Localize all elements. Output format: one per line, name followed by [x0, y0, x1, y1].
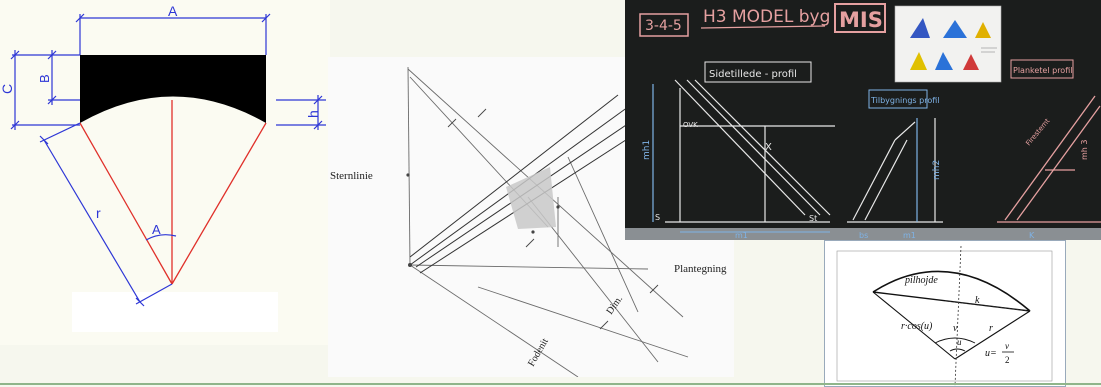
radius-right: [954, 310, 1031, 360]
segment-svg: pilhojde k r·cos(u) v r u u= v 2: [825, 241, 1065, 386]
arch-diagram-svg: A C B h: [0, 3, 326, 332]
dimension-r: [39, 122, 173, 307]
label-h: h: [305, 110, 321, 118]
chord-k: [872, 291, 1031, 312]
chalkboard-svg: 3-4-5 H3 MODEL byg MIS Sidetillede - pro…: [625, 0, 1101, 240]
board-number: 3-4-5: [645, 18, 682, 34]
inner-frame: [836, 250, 1053, 382]
board-badge: MIS: [839, 8, 883, 32]
symmetry-line: [954, 245, 962, 386]
board-title: H3 MODEL byg: [703, 7, 830, 27]
black-block: [80, 55, 266, 123]
label-m1-2: m1: [903, 231, 916, 240]
planketel-frame: [1010, 59, 1074, 79]
tick-marks: [447, 108, 659, 330]
left-radius-line: [79, 122, 173, 285]
shaded-region: [506, 167, 556, 229]
label-mh3: mh 3: [1080, 140, 1089, 161]
label-C: C: [0, 84, 15, 94]
pinned-sheet: [894, 5, 1002, 83]
right-radius-line: [171, 122, 267, 285]
label-bs: bs: [859, 231, 868, 240]
left-profile: [665, 79, 835, 223]
board-number-frame: [639, 13, 689, 37]
label-k: K: [1029, 231, 1035, 240]
label-mh1: mh1: [642, 140, 652, 160]
radius-left: [872, 291, 956, 360]
label-B: B: [37, 74, 52, 83]
right-profile: [997, 95, 1101, 223]
label-tilbygning: Tilbygnings profil: [870, 96, 939, 105]
label-v: v: [953, 323, 958, 334]
label-fodenit: Fodenit: [526, 336, 551, 368]
tilbygning-frame: [868, 89, 928, 109]
blank-label-box: [72, 292, 278, 332]
label-r: r: [989, 323, 993, 334]
label-r: r: [96, 205, 101, 221]
label-sidetillede: Sidetillede - profil: [709, 69, 797, 80]
middle-profile: [847, 118, 943, 223]
chalkboard-photo: 3-4-5 H3 MODEL byg MIS Sidetillede - pro…: [625, 0, 1101, 240]
perspective-sketch-svg: Sternlinie Plantegning Fodenit Dim.: [330, 66, 727, 377]
label-k: k: [975, 295, 980, 306]
label-st: St: [809, 214, 817, 223]
angle-arc: [145, 234, 177, 241]
title-underline: [700, 25, 826, 29]
label-m1: m1: [735, 231, 748, 240]
angle-v-arc: [934, 337, 976, 344]
formula-numerator: v: [1005, 341, 1009, 351]
dimension-A-top: [75, 13, 271, 55]
label-rcos: r·cos(u): [901, 321, 933, 332]
label-x: X: [765, 142, 772, 153]
label-ovk: OVK: [683, 121, 698, 129]
arch-dimension-diagram: A C B h: [0, 0, 330, 345]
label-A-top: A: [168, 3, 178, 19]
badge-frame: [834, 3, 886, 33]
formula-lhs: u=: [985, 348, 997, 359]
dimension-h: [276, 95, 326, 130]
angle-u-arc: [949, 348, 966, 352]
dimension-C: [10, 50, 80, 130]
label-mh2: mh2: [932, 160, 942, 180]
board-ledge: [625, 228, 1101, 240]
segment-formula-diagram: pilhojde k r·cos(u) v r u u= v 2: [824, 240, 1066, 387]
label-plantegning: Plantegning: [674, 263, 727, 275]
label-A-angle: A: [152, 222, 161, 237]
formula-denominator: 2: [1005, 355, 1010, 365]
points: [406, 173, 560, 267]
bottom-rule: [0, 383, 1101, 385]
label-planketel: Planketel profil: [1013, 66, 1072, 75]
dimension-B: [47, 50, 80, 105]
label-sternlinie: Sternlinie: [330, 170, 373, 182]
sidetillede-frame: [704, 61, 812, 83]
label-u: u: [957, 337, 962, 347]
label-s: S: [655, 213, 660, 222]
label-pilhojde: pilhojde: [904, 275, 938, 286]
arc: [872, 270, 1031, 312]
